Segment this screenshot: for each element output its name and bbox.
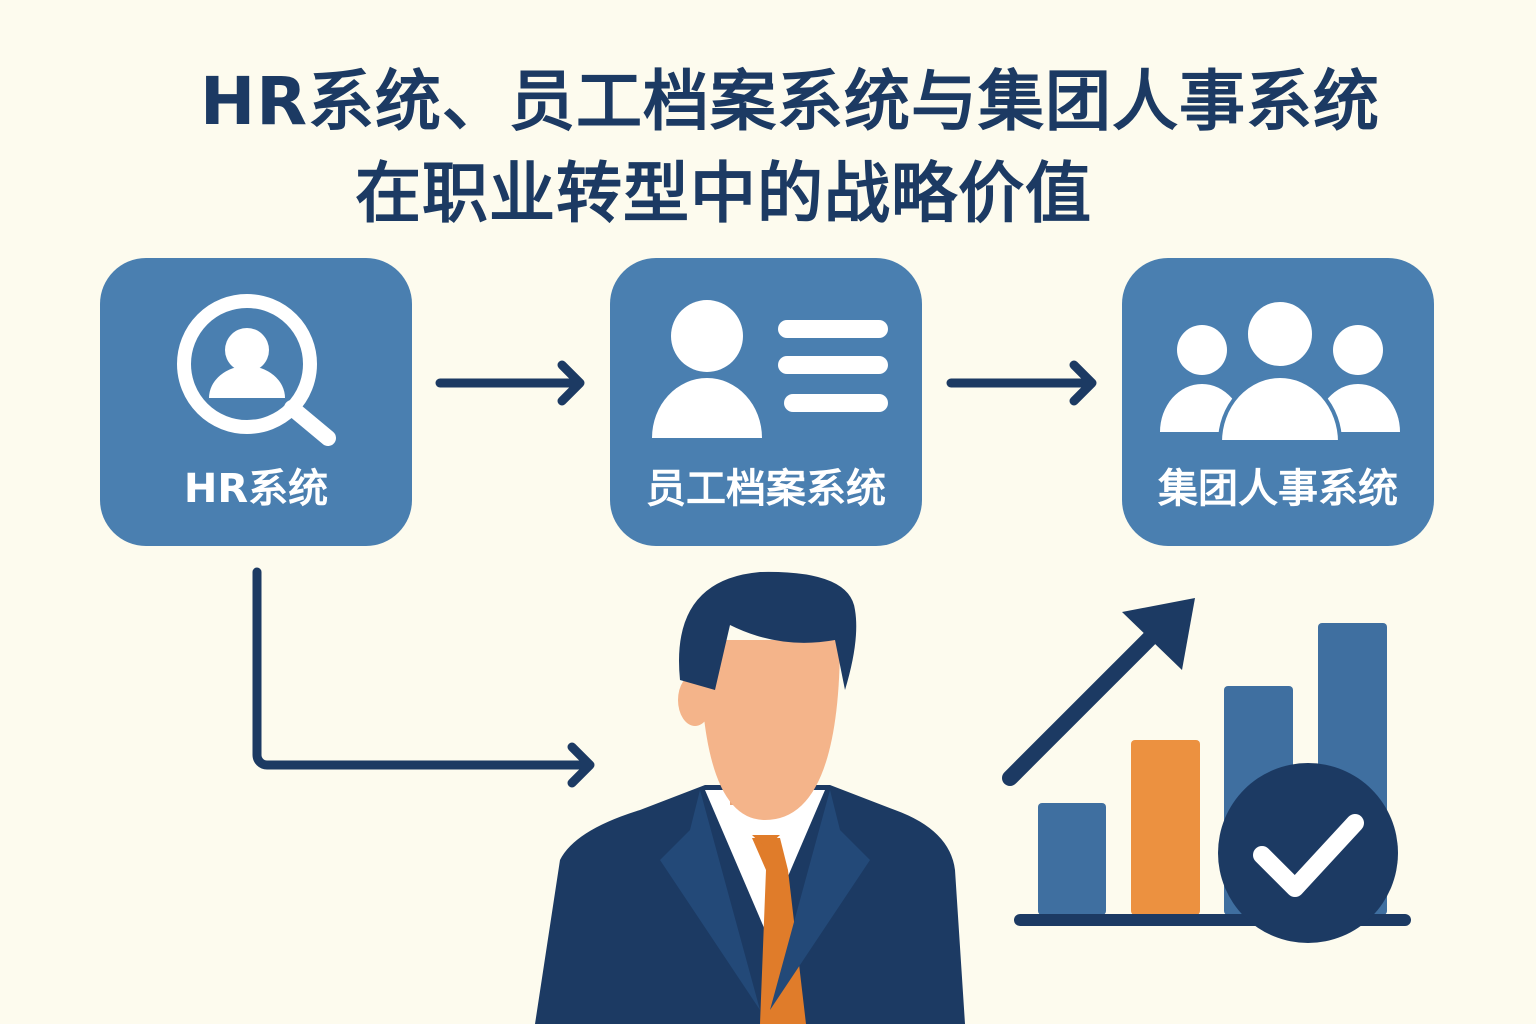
group-hr-label: 集团人事系统 — [1158, 466, 1398, 512]
magnifier-person-icon — [177, 294, 336, 446]
growth-chart-icon — [1002, 598, 1411, 943]
hr-system-label: HR系统 — [183, 466, 329, 512]
group-hr-card: 集团人事系统 — [1122, 258, 1434, 546]
title-line-2: 在职业转型中的战略价值 — [355, 155, 1092, 232]
arrow-right-icon — [435, 360, 585, 406]
hr-system-card: HR系统 — [100, 258, 412, 546]
profile-card-icon — [652, 300, 888, 438]
professional-person-icon — [535, 571, 965, 1024]
group-people-icon — [1160, 298, 1400, 444]
checkmark-icon — [1253, 814, 1364, 897]
employee-file-card: 员工档案系统 — [610, 258, 922, 546]
arrow-right-icon — [946, 360, 1097, 406]
title-line-1: HR系统、员工档案系统与集团人事系统 — [200, 63, 1381, 140]
employee-file-label: 员工档案系统 — [646, 466, 886, 512]
connector-arrow-icon — [252, 567, 595, 788]
